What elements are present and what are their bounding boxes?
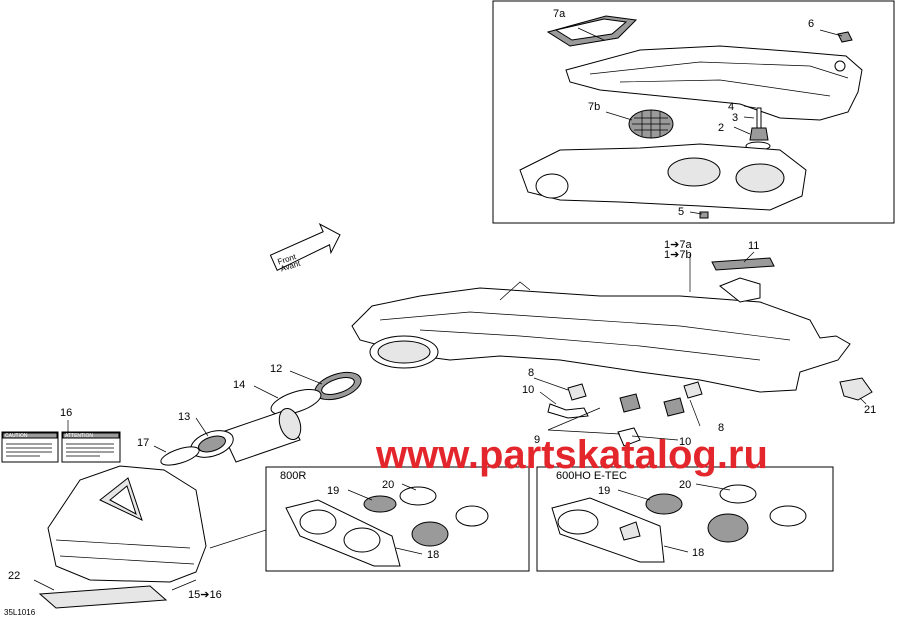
warning-labels <box>1 431 121 463</box>
callout-1-7b: 1➔7b <box>664 249 692 261</box>
inset-800r-callout-18: 18 <box>427 549 439 561</box>
callout-9: 9 <box>534 434 540 446</box>
callout-7b: 7b <box>588 101 600 113</box>
silencer-lower-housing[interactable] <box>519 143 807 211</box>
callout-8-top: 8 <box>528 367 534 379</box>
airbox-main[interactable] <box>351 277 851 393</box>
inset-800r-callout-20: 20 <box>382 479 394 491</box>
part-7a-cover[interactable] <box>546 15 638 47</box>
callout-10-top: 10 <box>522 384 534 396</box>
callout-22: 22 <box>8 570 20 582</box>
callout-12: 12 <box>270 363 282 375</box>
part-22-gasket[interactable] <box>38 585 168 609</box>
figure-code: 35L1016 <box>4 608 36 617</box>
part-21-grommet[interactable] <box>839 377 873 401</box>
part-16-silencer-body[interactable] <box>47 465 207 583</box>
inset-600ho-callout-20: 20 <box>679 479 691 491</box>
part-17-ring[interactable] <box>159 443 201 469</box>
inset-600ho-frame <box>536 466 834 572</box>
inset-600ho-title: 600HO E-TEC <box>556 470 627 482</box>
callout-21: 21 <box>864 404 876 416</box>
part-6-nut[interactable] <box>837 31 853 43</box>
front-arrow <box>269 223 341 271</box>
callout-6: 6 <box>808 18 814 30</box>
callout-4: 4 <box>728 101 734 113</box>
inset-600ho-parts[interactable] <box>551 484 807 563</box>
inset-800r-title: 800R <box>280 470 306 482</box>
inset-800r-frame <box>265 466 530 572</box>
inset-800r-callout-19: 19 <box>327 485 339 497</box>
callout-5: 5 <box>678 206 684 218</box>
part-14-clamp[interactable] <box>268 384 324 419</box>
mount-clamps[interactable] <box>547 381 703 447</box>
part-12-adapter[interactable] <box>311 367 364 405</box>
part-7b-grille[interactable] <box>628 109 674 139</box>
part-11-strip[interactable] <box>711 257 775 271</box>
inset-800r-parts[interactable] <box>285 486 489 567</box>
sticker-right-title: ATTENTION <box>65 433 93 439</box>
top-inset-frame <box>492 0 895 224</box>
callout-14: 14 <box>233 379 245 391</box>
intake-tube[interactable] <box>221 406 304 463</box>
callout-11: 11 <box>748 240 759 252</box>
inset-600ho-callout-19: 19 <box>598 485 610 497</box>
part-13-clamp[interactable] <box>187 426 236 462</box>
callout-1-7a: 1➔7a <box>664 239 692 251</box>
callout-7a: 7a <box>553 8 566 20</box>
sticker-left-title: CAUTION <box>5 433 28 439</box>
callout-3: 3 <box>732 112 738 124</box>
watermark: www.partskatalog.ru <box>375 433 768 477</box>
part-5-nut[interactable] <box>699 211 709 219</box>
bolt-stack[interactable] <box>745 107 771 151</box>
callout-8-bottom: 8 <box>718 422 724 434</box>
callout-15-16: 15➔16 <box>188 589 222 601</box>
callout-13: 13 <box>178 411 190 423</box>
top-cover[interactable] <box>565 45 863 121</box>
callout-17: 17 <box>137 437 149 449</box>
callout-10-bottom: 10 <box>679 436 691 448</box>
callout-16: 16 <box>60 407 72 419</box>
inset-600ho-callout-18: 18 <box>692 547 704 559</box>
callout-2: 2 <box>718 122 724 134</box>
